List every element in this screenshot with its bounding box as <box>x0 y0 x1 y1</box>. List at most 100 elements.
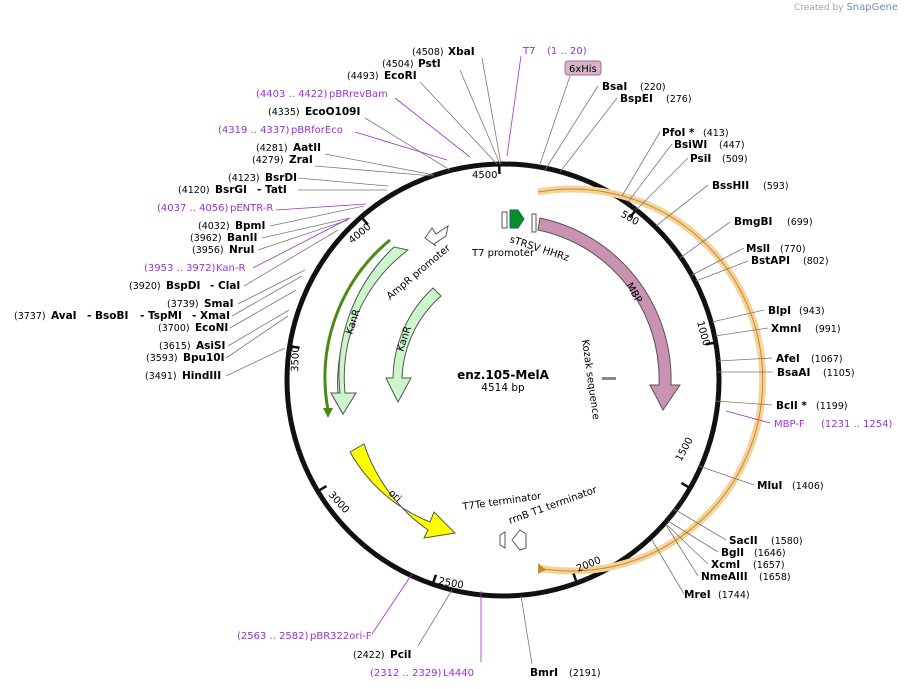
site-pos-psti: (4504) <box>382 59 414 70</box>
leader-ecoo109i <box>364 117 451 171</box>
mbp-feature <box>537 217 681 411</box>
leader-mlui <box>698 465 755 486</box>
leader-bsiwi <box>627 143 673 203</box>
site-pos-mrei: (1744) <box>718 590 750 601</box>
site-pos-bstapi: (802) <box>803 256 829 267</box>
primer-range-pbrrevbam: (4403 .. 4422) <box>256 89 328 100</box>
site-name-bgli: BglI <box>721 547 744 559</box>
site-pos-xmni: (991) <box>815 324 841 335</box>
site-pos-bsrgi: (4120) <box>178 185 210 196</box>
site-name-ecoo109i: EcoO109I <box>305 106 360 118</box>
leader-sacii <box>673 508 727 541</box>
site-name-ecori: EcoRI <box>384 70 417 82</box>
rrnb-label: rrnB T1 terminator <box>507 484 599 526</box>
site-pos-bpmi: (4032) <box>198 221 230 232</box>
site-pos-nmeaiii: (1658) <box>759 572 791 583</box>
site-name-psti: PstI <box>418 58 441 70</box>
rrnb-terminator-feature <box>511 529 527 551</box>
site-pos-blpi: (943) <box>799 306 825 317</box>
site-pos-xcmi: (1657) <box>753 560 785 571</box>
snapgene-credit: Created by SnapGene <box>794 2 898 13</box>
ori-label: ori <box>386 488 403 505</box>
leader-bspdi <box>243 229 339 287</box>
leader-pentr-r <box>275 203 367 211</box>
site-name-aatii: AatII <box>293 142 321 154</box>
site-pos-bmgbi: (699) <box>787 217 813 228</box>
site-pos-bsaai: (1105) <box>823 368 855 379</box>
site-pos-bsrdi: (4123) <box>228 173 260 184</box>
his-tag-label: 6xHis <box>569 64 597 75</box>
t7-range: (1 .. 20) <box>547 46 587 57</box>
site-pos-avai: (3737) <box>14 311 46 322</box>
site-pos-pfoi: (413) <box>703 128 729 139</box>
site-name-zrai: ZraI <box>289 154 313 166</box>
tick-3500: 3500 <box>290 346 302 372</box>
site-pos-bsai: (220) <box>640 82 666 93</box>
site-name-pcii: PciI <box>390 649 411 661</box>
leader-aatii <box>324 153 435 176</box>
site-name-msli: MslI <box>746 243 770 255</box>
site-name-xmni: XmnI <box>771 323 801 335</box>
leader-psti <box>459 69 501 165</box>
leader-pbr322ori-f <box>371 573 413 635</box>
t7-green-feature <box>509 209 525 229</box>
kanr-feature-inner <box>385 287 442 404</box>
site-name-afei: AfeI <box>776 353 800 365</box>
site-pos-hindiii: (3491) <box>145 371 177 382</box>
primer-name-pbrrevbam: pBRrevBam <box>329 89 388 100</box>
snapgene-brand: SnapGene <box>846 2 898 13</box>
tick-mark-500 <box>628 210 636 219</box>
leader-bpmi <box>269 205 365 227</box>
tick-mark-2000 <box>572 573 578 582</box>
site-name-nmeaiii: NmeAIII <box>701 571 748 583</box>
leader-blpi <box>711 309 765 323</box>
leader-mbp-f <box>725 410 771 424</box>
site-pos-ecori: (4493) <box>347 71 379 82</box>
primer-name-pbrforeco: pBRforEco <box>291 125 343 136</box>
kanr-feature-body <box>330 246 410 415</box>
tick-mark-1500 <box>680 481 689 489</box>
site-name-mlui: MluI <box>757 480 782 492</box>
primer-range-pbrforeco: (4319 .. 4337) <box>218 125 290 136</box>
plasmid-name: enz.105-MelA <box>457 368 549 382</box>
ori-feature <box>349 443 457 539</box>
primer-range-kan-r: (3953 .. 3972) <box>144 263 216 274</box>
site-pos-smai: (3739) <box>167 299 199 310</box>
leader-hindiii <box>225 347 286 377</box>
site-name-smai: SmaI <box>204 298 234 310</box>
ampr-promoter-feature <box>424 224 449 247</box>
kanr-orf-arrow <box>323 408 333 418</box>
site-name-banii: BanII <box>227 232 257 244</box>
site-name-bspdi: BspDI <box>166 280 200 292</box>
leader-bcli <box>715 400 773 406</box>
site-name-sacii: SacII <box>729 535 758 547</box>
site-pos-msli: (770) <box>780 244 806 255</box>
leader-mrei <box>651 539 685 595</box>
leader-bsai <box>544 85 599 171</box>
kozak-feature <box>602 377 616 380</box>
tick-1500: 1500 <box>674 436 696 464</box>
site-name-psii: PsiI <box>690 153 711 165</box>
primer-range-pbr322ori-f: (2563 .. 2582) <box>237 631 309 642</box>
tick-1000: 1000 <box>694 320 711 347</box>
tick-mark-2500 <box>432 574 438 583</box>
backbone-gap <box>282 159 724 601</box>
leader-asisi <box>227 309 290 347</box>
site-pos-asisi: (3615) <box>159 341 191 352</box>
site-name-bsiwi: BsiWI <box>674 139 707 151</box>
site-pos-bspei: (276) <box>666 94 692 105</box>
site-pos-banii: (3962) <box>190 233 222 244</box>
site-name-tati: - TatI <box>257 184 287 196</box>
site-name-clai: - ClaI <box>210 280 240 292</box>
leader-bsrdi <box>297 177 389 187</box>
his-tag-box <box>564 60 602 76</box>
site-name-bmri: BmrI <box>530 667 558 679</box>
site-name-tspmi: - TspMI <box>140 310 182 322</box>
leader-bssHii <box>655 184 709 227</box>
site-name-bspei: BspEI <box>620 93 653 105</box>
site-pos-xbai: (4508) <box>412 47 444 58</box>
mbp-orf-arrow <box>538 563 546 574</box>
primer-range-mbp-f: (1231 .. 1254) <box>821 419 893 430</box>
primer-name-kan-r: Kan-R <box>216 263 245 274</box>
site-name-bsshii: BssHII <box>712 180 749 192</box>
